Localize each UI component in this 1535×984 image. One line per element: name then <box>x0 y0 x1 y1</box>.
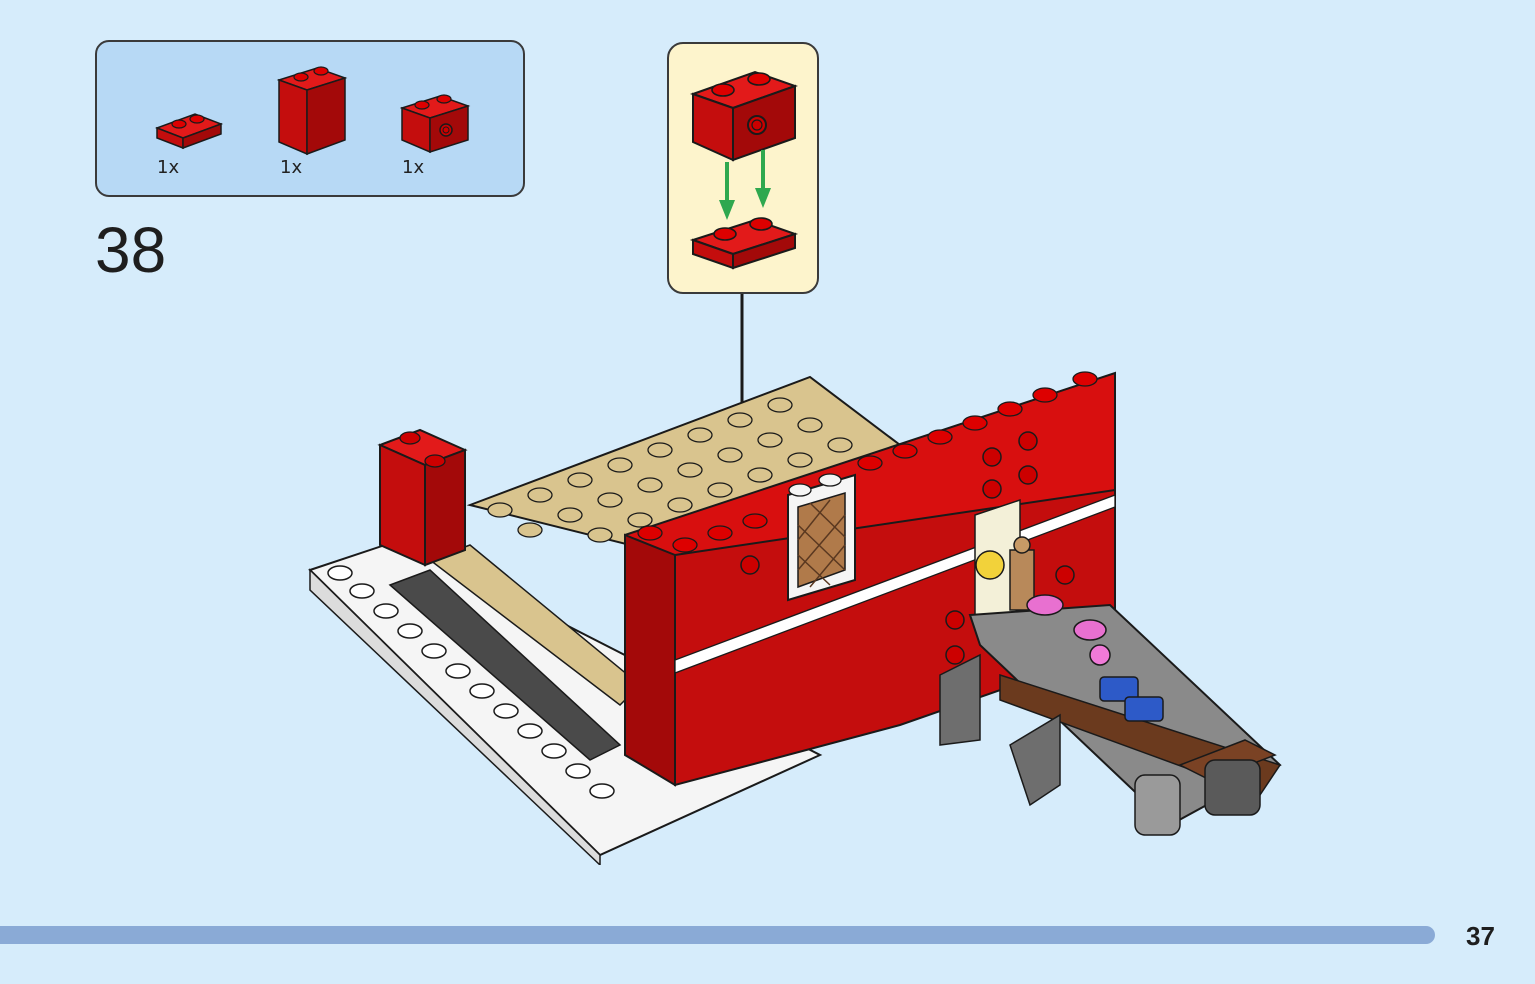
part-quantity: 1x <box>402 157 425 178</box>
step-number: 38 <box>95 214 167 286</box>
page-number: 37 <box>1466 921 1495 951</box>
part-quantity: 1x <box>280 157 303 178</box>
window-lattice-icon <box>787 473 856 602</box>
model-illustration <box>308 371 1282 865</box>
red-plate-1x2-icon <box>689 217 799 270</box>
sub-assembly-callout <box>667 42 819 294</box>
part-quantity: 1x <box>157 157 180 178</box>
blue-part-icon <box>1099 676 1164 722</box>
wheel-icon <box>1134 759 1261 836</box>
red-column-icon <box>377 428 468 567</box>
red-brick-1x2-side-stud-icon <box>689 70 799 162</box>
attach-arrow-icon <box>719 150 771 220</box>
progress-bar <box>0 926 1435 944</box>
parts-list-panel: 1x 1x 1x <box>95 40 525 197</box>
pink-part-icon <box>1026 594 1111 666</box>
